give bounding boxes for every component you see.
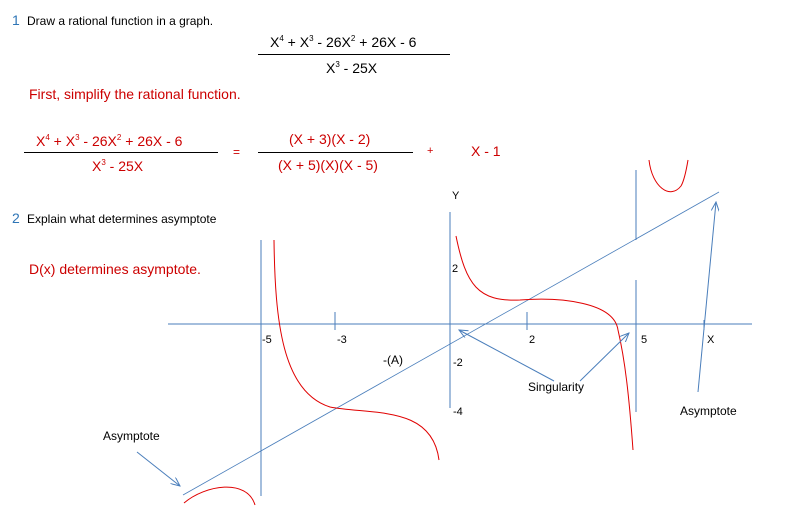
y-axis-label: Y <box>452 190 460 202</box>
factored-fraction-bar <box>258 152 413 153</box>
curve-branch-right <box>648 159 689 192</box>
asymptote-statement: D(x) determines asymptote. <box>29 261 201 277</box>
section-2-heading: Explain what determines asymptote <box>27 212 217 226</box>
section-2-number: 2 <box>12 210 20 226</box>
simplified-numerator: X4 + X3 - 26X2 + 26X - 6 <box>36 133 183 149</box>
fraction-bar <box>258 54 450 55</box>
asymptote-gap <box>633 240 639 280</box>
factored-denominator: (X + 5)(X)(X - 5) <box>278 157 378 173</box>
simplified-fraction-bar <box>24 152 218 153</box>
singularity-arrow-left <box>459 330 555 382</box>
section-1-number: 1 <box>12 12 20 28</box>
linear-part: X - 1 <box>471 143 501 159</box>
tick-label-5: 5 <box>641 334 648 346</box>
fraction-denominator: X3 - 25X <box>326 60 378 76</box>
equals-sign: = <box>233 145 241 159</box>
tick-label-minus4: -4 <box>453 406 463 418</box>
tick-label-minus5: -5 <box>262 334 272 346</box>
factored-numerator: (X + 3)(X - 2) <box>289 131 371 147</box>
curve-branch-middle <box>455 235 634 451</box>
asymptote-right-label: Asymptote <box>680 404 737 418</box>
plus-sign: + <box>427 145 434 157</box>
section-1-heading: Draw a rational function in a graph. <box>27 14 214 28</box>
tick-label-minus2: -2 <box>453 357 463 369</box>
curve-branch-left <box>273 239 440 461</box>
simplified-denominator: X3 - 25X <box>92 158 144 174</box>
singularity-arrow-right <box>579 333 629 382</box>
tick-label-2: 2 <box>529 334 536 346</box>
simplify-instruction: First, simplify the rational function. <box>29 86 241 102</box>
singularity-label: Singularity <box>528 380 585 394</box>
asymptote-right-arrow <box>697 202 716 393</box>
tick-label-y2: 2 <box>452 263 459 275</box>
curve-branch-far-left <box>183 486 256 506</box>
tick-label-minus3: -3 <box>337 334 347 346</box>
asymptote-left-arrow <box>136 451 180 486</box>
point-label-a: -(A) <box>383 353 403 367</box>
x-axis-label: X <box>707 334 715 346</box>
slant-asymptote <box>182 191 720 496</box>
asymptote-left-label: Asymptote <box>103 429 160 443</box>
fraction-numerator: X4 + X3 - 26X2 + 26X - 6 <box>270 34 417 50</box>
